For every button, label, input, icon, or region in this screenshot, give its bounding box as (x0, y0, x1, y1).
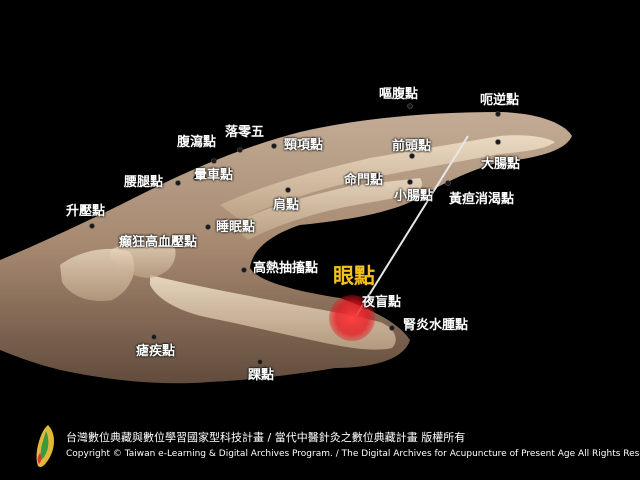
finger-bones (220, 135, 555, 220)
acupoint-label: 踝點 (248, 368, 275, 383)
acupoint-label: 小腸點 (394, 189, 434, 204)
acupoint-label: 癲狂高血壓點 (119, 235, 198, 250)
acupoint-label: 腎炎水腫點 (403, 318, 469, 333)
acupoint-label: 落零五 (225, 125, 265, 140)
eye-point-label: 眼點 (333, 264, 375, 288)
acupoint-label: 黃疸消渴點 (449, 192, 515, 207)
acupoint-label: 命門點 (344, 173, 384, 188)
acupoint-label: 頸項點 (284, 138, 324, 153)
footer-copyright-zh: 台灣數位典藏與數位學習國家型科技計畫 / 當代中醫針灸之數位典藏計畫 版權所有 (66, 431, 466, 444)
acupoint-label: 升壓點 (66, 204, 106, 219)
acupoint-label: 嘔腹點 (379, 87, 419, 102)
taiwan-logo-icon (36, 425, 54, 467)
acupoint-label: 高熱抽搐點 (253, 261, 319, 276)
acupoint-label: 瘧疾點 (136, 344, 176, 359)
acupoint-label: 大腸點 (481, 157, 521, 172)
eye-point-highlight (329, 295, 375, 341)
footer-copyright-en: Copyright © Taiwan e-Learning & Digital … (66, 449, 640, 459)
acupoint-label: 肩點 (273, 198, 300, 213)
acupoint-label: 腹瀉點 (177, 135, 217, 150)
acupoint-label: 前頭點 (392, 139, 432, 154)
acupoint-label: 腰腿點 (124, 175, 164, 190)
needle-icon (355, 135, 469, 317)
acupoint-label: 暈車點 (194, 168, 234, 183)
acupoint-label: 呃逆點 (480, 93, 520, 108)
acupoint-dots (89, 103, 501, 365)
hand-silhouette (0, 112, 572, 384)
acupoint-label: 夜盲點 (362, 295, 402, 310)
acupoint-label: 睡眠點 (216, 220, 256, 235)
